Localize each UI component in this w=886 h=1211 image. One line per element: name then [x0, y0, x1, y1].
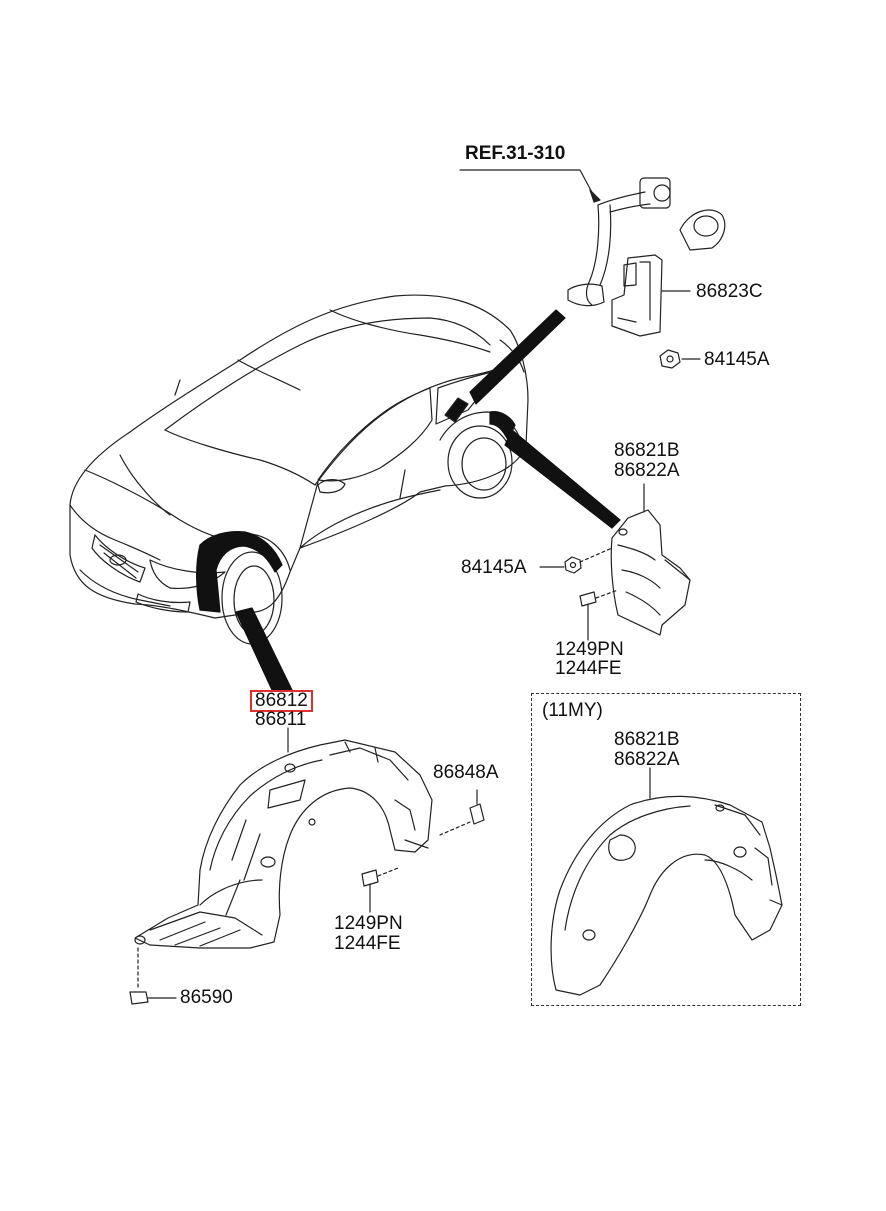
part-label-1249pn-mid[interactable]: 1249PN — [555, 639, 624, 660]
rear-wheel-guard-part — [539, 483, 691, 641]
variant-box-11my — [531, 693, 801, 1006]
part-label-84145a-mid[interactable]: 84145A — [461, 557, 527, 578]
part-label-1244fe-mid[interactable]: 1244FE — [555, 658, 622, 679]
front-fender-liner-highlight — [196, 530, 283, 613]
callout-wedge-fuel — [469, 309, 566, 405]
ref-label[interactable]: REF.31-310 — [465, 143, 566, 164]
part-label-84145a-top[interactable]: 84145A — [704, 349, 770, 370]
part-label-1249pn-bot[interactable]: 1249PN — [334, 913, 403, 934]
car-illustration — [69, 294, 529, 645]
part-label-86823c[interactable]: 86823C — [696, 281, 763, 302]
liner-11my — [550, 767, 783, 996]
part-label-86821b-box[interactable]: 86821B — [614, 729, 680, 750]
part-label-86811[interactable]: 86811 — [255, 709, 307, 730]
fuel-filler-assembly — [459, 169, 726, 369]
part-label-86848a[interactable]: 86848A — [433, 762, 499, 783]
callout-wedge-front — [235, 607, 293, 691]
part-label-86822a-box[interactable]: 86822A — [614, 749, 680, 770]
callout-wedge-rear — [504, 429, 621, 529]
part-label-86812-highlighted[interactable]: 86812 — [250, 690, 313, 712]
part-label-1244fe-bot[interactable]: 1244FE — [334, 933, 401, 954]
variant-box-title: (11MY) — [542, 700, 603, 721]
part-label-86590[interactable]: 86590 — [180, 987, 233, 1008]
part-label-86821b-mid[interactable]: 86821B — [614, 440, 680, 461]
front-wheel-guard-part — [129, 727, 485, 1005]
part-label-86822a-mid[interactable]: 86822A — [614, 460, 680, 481]
